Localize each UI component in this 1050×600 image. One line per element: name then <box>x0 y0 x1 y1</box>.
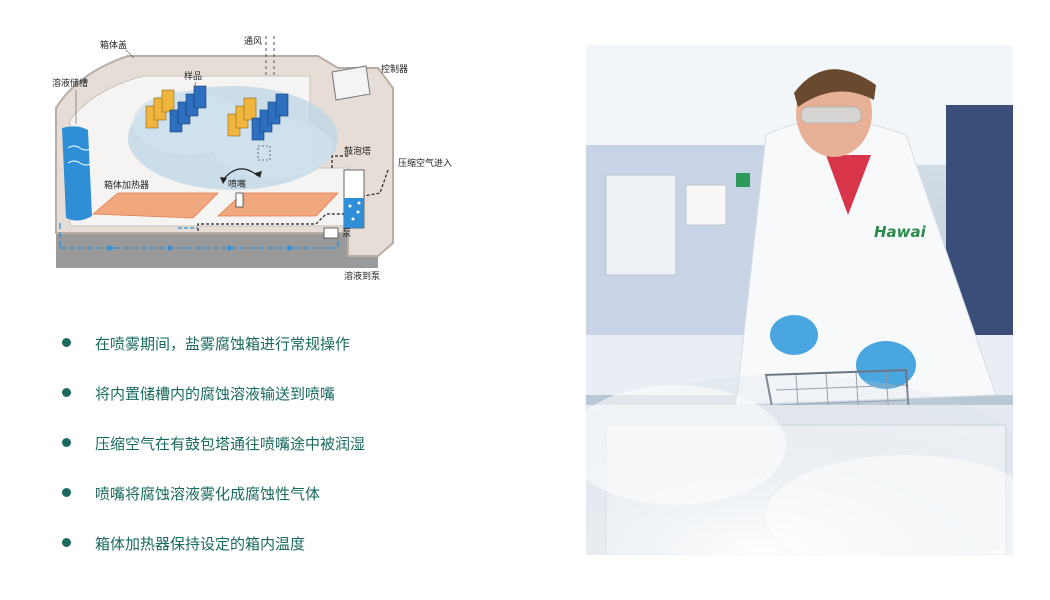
label-controller: 控制器 <box>381 63 408 75</box>
safety-goggles-icon <box>800 106 862 124</box>
heater-plate-left <box>91 192 219 219</box>
bullet-dot-icon <box>62 388 71 397</box>
pump-icon <box>323 227 339 239</box>
solution-reservoir <box>62 126 92 221</box>
controller-panel <box>331 65 371 101</box>
left-glove <box>770 315 818 355</box>
bullet-dot-icon <box>62 438 71 447</box>
label-sample: 样品 <box>184 70 202 82</box>
bullet-item: 将内置储槽内的腐蚀溶液输送到喷嘴 <box>60 368 540 418</box>
label-solution-to-pump: 溶液到泵 <box>344 270 380 282</box>
bullet-text: 喷嘴将腐蚀溶液雾化成腐蚀性气体 <box>95 484 321 503</box>
bullet-item: 箱体加热器保持设定的箱内温度 <box>60 518 540 568</box>
air-path <box>197 213 344 231</box>
nozzle-icon <box>235 192 244 208</box>
lab-photo-illustration: Hawai <box>586 45 1013 555</box>
sample-group-right <box>227 93 289 141</box>
label-heater: 箱体加热器 <box>104 179 149 191</box>
bullet-item: 喷嘴将腐蚀溶液雾化成腐蚀性气体 <box>60 468 540 518</box>
right-glove <box>856 341 916 389</box>
label-nozzle: 喷嘴 <box>228 179 246 190</box>
bullet-text: 箱体加热器保持设定的箱内温度 <box>95 534 306 553</box>
bullet-text: 将内置储槽内的腐蚀溶液输送到喷嘴 <box>95 384 336 403</box>
bullet-item: 压缩空气在有鼓包塔通往喷嘴途中被润湿 <box>60 418 540 468</box>
label-reservoir: 溶液储槽 <box>52 77 88 89</box>
bullet-dot-icon <box>62 488 71 497</box>
solution-flow-line <box>60 238 339 249</box>
coat-logo: Hawai <box>874 223 927 241</box>
label-bubble-tower: 鼓泡塔 <box>344 145 371 157</box>
heater-plate-right <box>216 192 339 217</box>
bullet-item: 在喷雾期间，盐雾腐蚀箱进行常规操作 <box>60 318 540 368</box>
lab-photo: Hawai <box>586 45 1013 555</box>
label-vent: 通风 <box>244 36 262 47</box>
label-pump: 泵 <box>342 228 351 239</box>
label-lid: 箱体盖 <box>100 39 127 51</box>
bullet-dot-icon <box>62 338 71 347</box>
chamber-base <box>56 233 378 268</box>
label-air-in: 压缩空气进入 <box>398 157 452 169</box>
bullet-text: 压缩空气在有鼓包塔通往喷嘴途中被润湿 <box>95 434 366 453</box>
salt-spray-chamber-diagram: 箱体盖 通风 溶液储槽 样品 控制器 鼓泡塔 压缩空气进入 箱体加热器 喷嘴 泵… <box>52 36 452 282</box>
sample-group-left <box>145 85 207 133</box>
bullet-text: 在喷雾期间，盐雾腐蚀箱进行常规操作 <box>95 334 351 353</box>
feature-bullet-list: 在喷雾期间，盐雾腐蚀箱进行常规操作 将内置储槽内的腐蚀溶液输送到喷嘴 压缩空气在… <box>60 318 540 568</box>
bullet-dot-icon <box>62 538 71 547</box>
